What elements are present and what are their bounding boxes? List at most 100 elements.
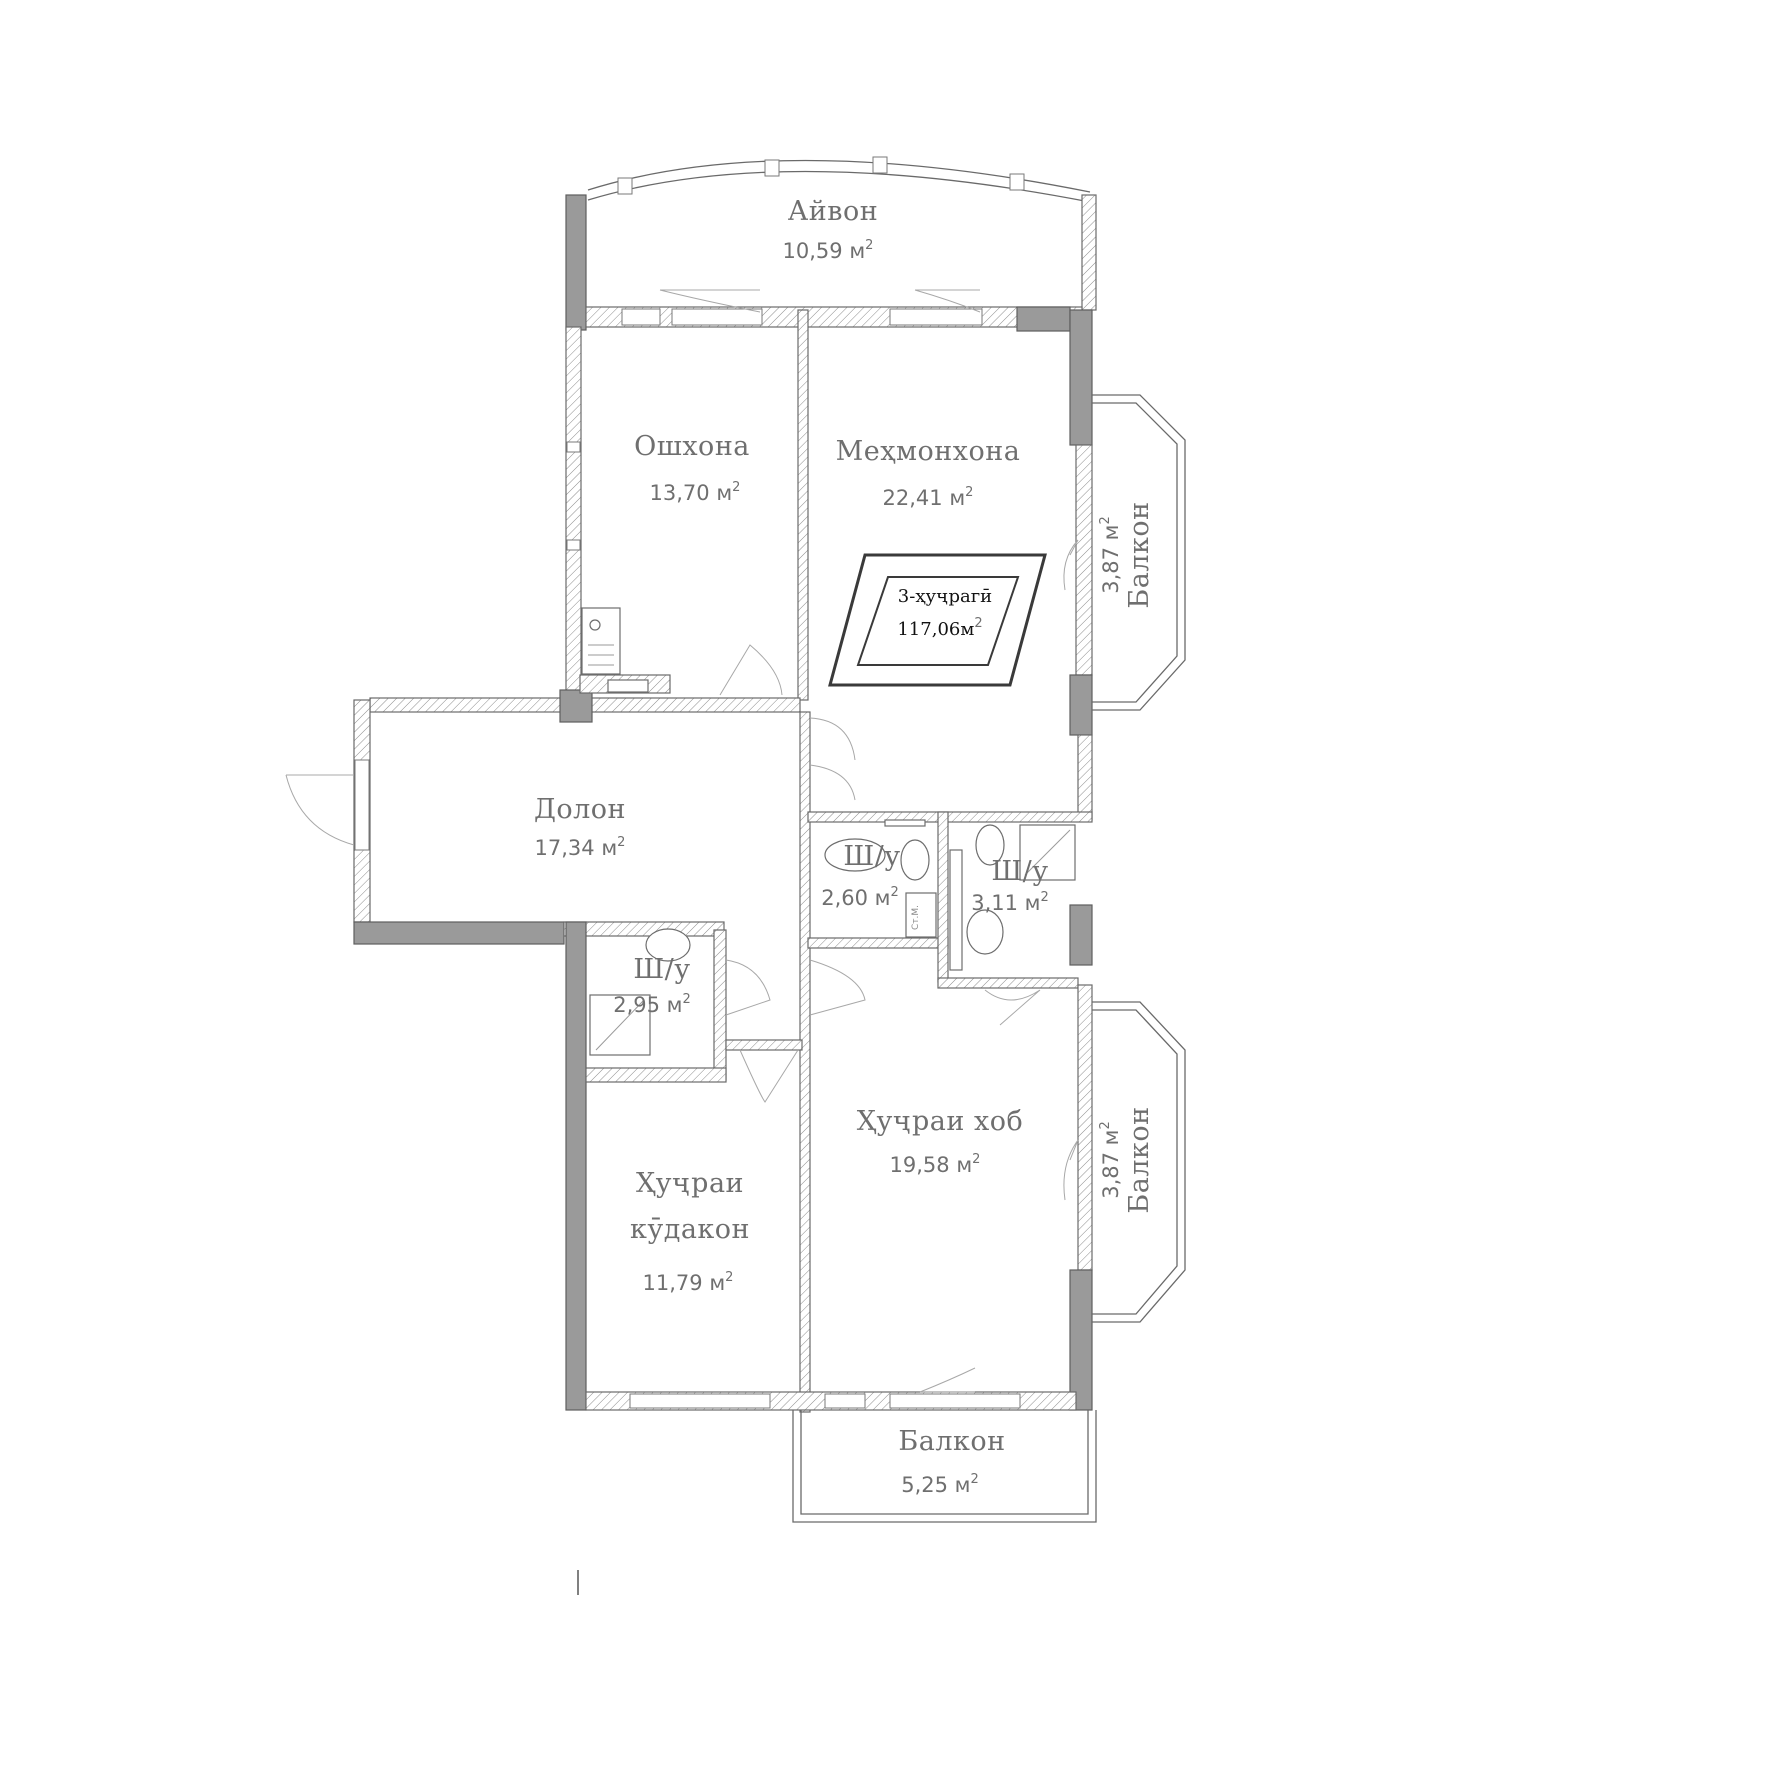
toilet-bath-right bbox=[975, 824, 1005, 866]
pipes-bath-right bbox=[949, 849, 963, 971]
radiator-bath-mid bbox=[884, 819, 926, 827]
wall-bath-mid-bottom bbox=[807, 937, 949, 949]
doors bbox=[285, 289, 1079, 1393]
balcony-bottom-outer bbox=[792, 1410, 1097, 1523]
wall-kitchen-left-joint-2 bbox=[566, 539, 581, 551]
label-balkon-bottom-area: 5,25 м2 bbox=[901, 1472, 979, 1497]
label-dolon-area: 17,34 м2 bbox=[535, 835, 626, 860]
label-kudakon-name-1: Ҳуҷраи bbox=[636, 1168, 744, 1199]
label-khob-area: 19,58 м2 bbox=[890, 1152, 981, 1177]
ayvon-mullion-1 bbox=[617, 177, 633, 195]
door-corridor-bed[interactable] bbox=[809, 959, 866, 1016]
label-balkon-mid-name: Балкон bbox=[1124, 1106, 1155, 1213]
balcony-top-outline-inner bbox=[1092, 402, 1178, 703]
door-balcony-top[interactable] bbox=[1063, 539, 1079, 591]
door-living-double[interactable] bbox=[809, 717, 856, 801]
window-bottom-bed-1 bbox=[824, 1393, 866, 1409]
wall-kitchen-left bbox=[565, 326, 582, 696]
door-bath-left[interactable] bbox=[725, 959, 771, 1016]
wall-dolon-bottom bbox=[353, 921, 565, 945]
label-ayvon-name: Айвон bbox=[788, 196, 878, 227]
wall-living-right-top bbox=[1069, 309, 1093, 446]
door-ayvon-right[interactable] bbox=[914, 289, 981, 313]
ayvon-right-wall bbox=[1081, 194, 1097, 311]
label-khob-name: Ҳуҷраи хоб bbox=[857, 1106, 1023, 1137]
walls bbox=[353, 306, 1093, 1413]
room-labels: Айвон 10,59 м2 Ошхона 13,70 м2 Меҳмонхон… bbox=[534, 196, 1155, 1497]
wall-column-dolon bbox=[559, 689, 593, 723]
ayvon-mullion-4 bbox=[1009, 173, 1025, 191]
door-balcony-bottom[interactable] bbox=[919, 1367, 976, 1393]
balcony-bottom-inner bbox=[800, 1410, 1089, 1515]
apartment-badge: 3-ҳуҷрагӣ 117,06м2 bbox=[828, 553, 1047, 687]
kitchen-sink bbox=[581, 607, 621, 675]
balcony-bottom bbox=[792, 1410, 1097, 1523]
label-balkon-top: Балкон 3,87 м2 bbox=[1098, 501, 1155, 608]
window-bottom-bed-2 bbox=[889, 1393, 1021, 1409]
badge-title: 3-ҳуҷрагӣ bbox=[898, 586, 992, 607]
label-mehmonkhona-area: 22,41 м2 bbox=[883, 485, 974, 510]
wall-living-right-low bbox=[1069, 674, 1093, 736]
balcony-top-outline-outer bbox=[1092, 394, 1186, 711]
label-shu-right-area: 3,11 м2 bbox=[971, 890, 1049, 915]
label-shu-left-name: Ш/у bbox=[633, 954, 690, 985]
wall-bath-left-top bbox=[563, 921, 725, 937]
window-top-1 bbox=[621, 308, 661, 326]
ayvon-mullion-3 bbox=[872, 156, 888, 174]
wall-column-top-right bbox=[1016, 306, 1071, 332]
label-oshkhona-area: 13,70 м2 bbox=[650, 480, 741, 505]
door-ayvon-left[interactable] bbox=[659, 289, 761, 313]
label-shu-right-name: Ш/у bbox=[991, 856, 1048, 887]
shower-bath-left-diagonal bbox=[595, 999, 645, 1051]
washbasin-bath-left bbox=[645, 928, 691, 962]
wall-bedroom-right-low bbox=[1069, 1269, 1093, 1411]
kitchen-stove bbox=[607, 679, 649, 693]
label-kudakon-name-2: кӯдакон bbox=[630, 1214, 750, 1245]
badge-area: 117,06м2 bbox=[897, 616, 982, 640]
wall-kids-top-right bbox=[725, 1039, 803, 1051]
label-mehmonkhona-name: Меҳмонхона bbox=[836, 436, 1021, 467]
wall-column-mid-right bbox=[1069, 904, 1093, 966]
label-kudakon-area: 11,79 м2 bbox=[643, 1270, 734, 1295]
kitchen-sink-drain bbox=[589, 619, 601, 631]
balcony-mid-outline-inner bbox=[1092, 1009, 1178, 1315]
label-shu-left-area: 2,95 м2 bbox=[613, 992, 691, 1017]
ayvon-mullion-2 bbox=[764, 159, 780, 177]
wall-bath-left-bottom bbox=[585, 1067, 727, 1083]
ayvon-inner-curve bbox=[587, 170, 1091, 203]
ayvon-outer-curve bbox=[587, 159, 1091, 193]
label-shaft: Ст.М. bbox=[911, 905, 921, 930]
entrance-opening bbox=[354, 759, 370, 851]
door-kitchen[interactable] bbox=[719, 644, 783, 696]
wall-kitchen-living bbox=[797, 309, 809, 701]
label-ayvon-area: 10,59 м2 bbox=[783, 238, 874, 263]
wall-bath-left-right bbox=[713, 929, 727, 1081]
toilet-bath-mid bbox=[900, 839, 930, 881]
ayvon-left-wall bbox=[565, 194, 587, 331]
balcony-bay-top bbox=[1092, 394, 1186, 711]
label-balkon-mid-area: 3,87 м2 bbox=[1098, 1121, 1123, 1199]
wall-bath-block-top bbox=[807, 811, 1093, 823]
door-kids[interactable] bbox=[739, 1049, 799, 1103]
door-entrance[interactable] bbox=[285, 774, 355, 846]
wall-bath-right-bottom bbox=[937, 977, 1079, 989]
wall-kitchen-left-joint-1 bbox=[566, 441, 581, 453]
label-dolon-name: Долон bbox=[534, 794, 626, 825]
balcony-bay-middle bbox=[1092, 1001, 1186, 1323]
door-balcony-mid[interactable] bbox=[1063, 1139, 1079, 1201]
shaft-box bbox=[905, 892, 937, 938]
label-balkon-top-name: Балкон bbox=[1124, 501, 1155, 608]
label-balkon-top-area: 3,87 м2 bbox=[1098, 516, 1123, 594]
washbasin-bath-right bbox=[966, 909, 1004, 955]
label-shu-mid-name: Ш/у bbox=[843, 841, 900, 872]
label-balkon-bottom-name: Балкон bbox=[898, 1426, 1005, 1457]
wall-kids-left bbox=[565, 921, 587, 1411]
label-oshkhona-name: Ошхона bbox=[634, 431, 750, 462]
label-shu-mid-area: 2,60 м2 bbox=[821, 885, 899, 910]
window-bottom-kids bbox=[629, 1393, 771, 1409]
wall-corridor-right bbox=[799, 711, 811, 1413]
wall-bath-mid-right bbox=[937, 811, 949, 983]
window-top-3 bbox=[889, 308, 983, 326]
door-bath-right[interactable] bbox=[984, 989, 1041, 1026]
